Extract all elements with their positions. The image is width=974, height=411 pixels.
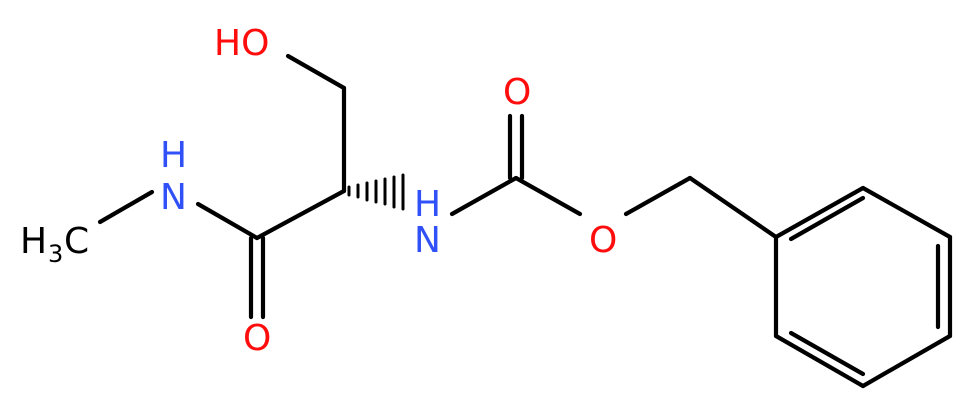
bond-ch3-n — [97, 189, 155, 225]
stereo-hash-wedge — [347, 173, 405, 211]
ring-bond-2 — [860, 185, 953, 240]
atom-carbamate-oxygen-double: O — [503, 72, 531, 113]
bond-ccarbonyl-calpha — [254, 188, 347, 241]
atom-amide-nh-h: H — [160, 135, 187, 176]
ring-inner-bond-3 — [788, 330, 866, 377]
bond-layer — [97, 53, 953, 389]
atom-carbamate-nh: N — [414, 220, 441, 261]
atom-carbamate-nh-h: H — [414, 184, 441, 225]
bond-o-ch2 — [285, 53, 347, 91]
atom-methyl-c: C — [64, 221, 89, 262]
atom-hydroxyl: HO — [214, 23, 269, 64]
bond-n-ccarbonyl — [195, 201, 260, 241]
atom-methyl-subscript: 3 — [48, 240, 63, 268]
ring-inner-bond-1 — [788, 195, 866, 242]
bond-ch2-ring — [687, 175, 779, 240]
atom-label-layer: HO H N H 3 C O H N O O — [20, 23, 617, 359]
bond-ccarbamate-oester — [513, 175, 583, 217]
ring-bond-1 — [773, 185, 866, 240]
bond-nh-ccarbamate — [449, 175, 519, 217]
ring-bond-5 — [773, 333, 866, 389]
atom-amide-nh: N — [160, 177, 187, 218]
atom-amide-oxygen: O — [243, 318, 271, 359]
ring-bond-4 — [860, 333, 953, 389]
atom-carbamate-oxygen-ester: O — [589, 220, 617, 261]
bond-oester-ch2 — [623, 175, 693, 217]
atom-methyl-h: H — [20, 221, 47, 262]
